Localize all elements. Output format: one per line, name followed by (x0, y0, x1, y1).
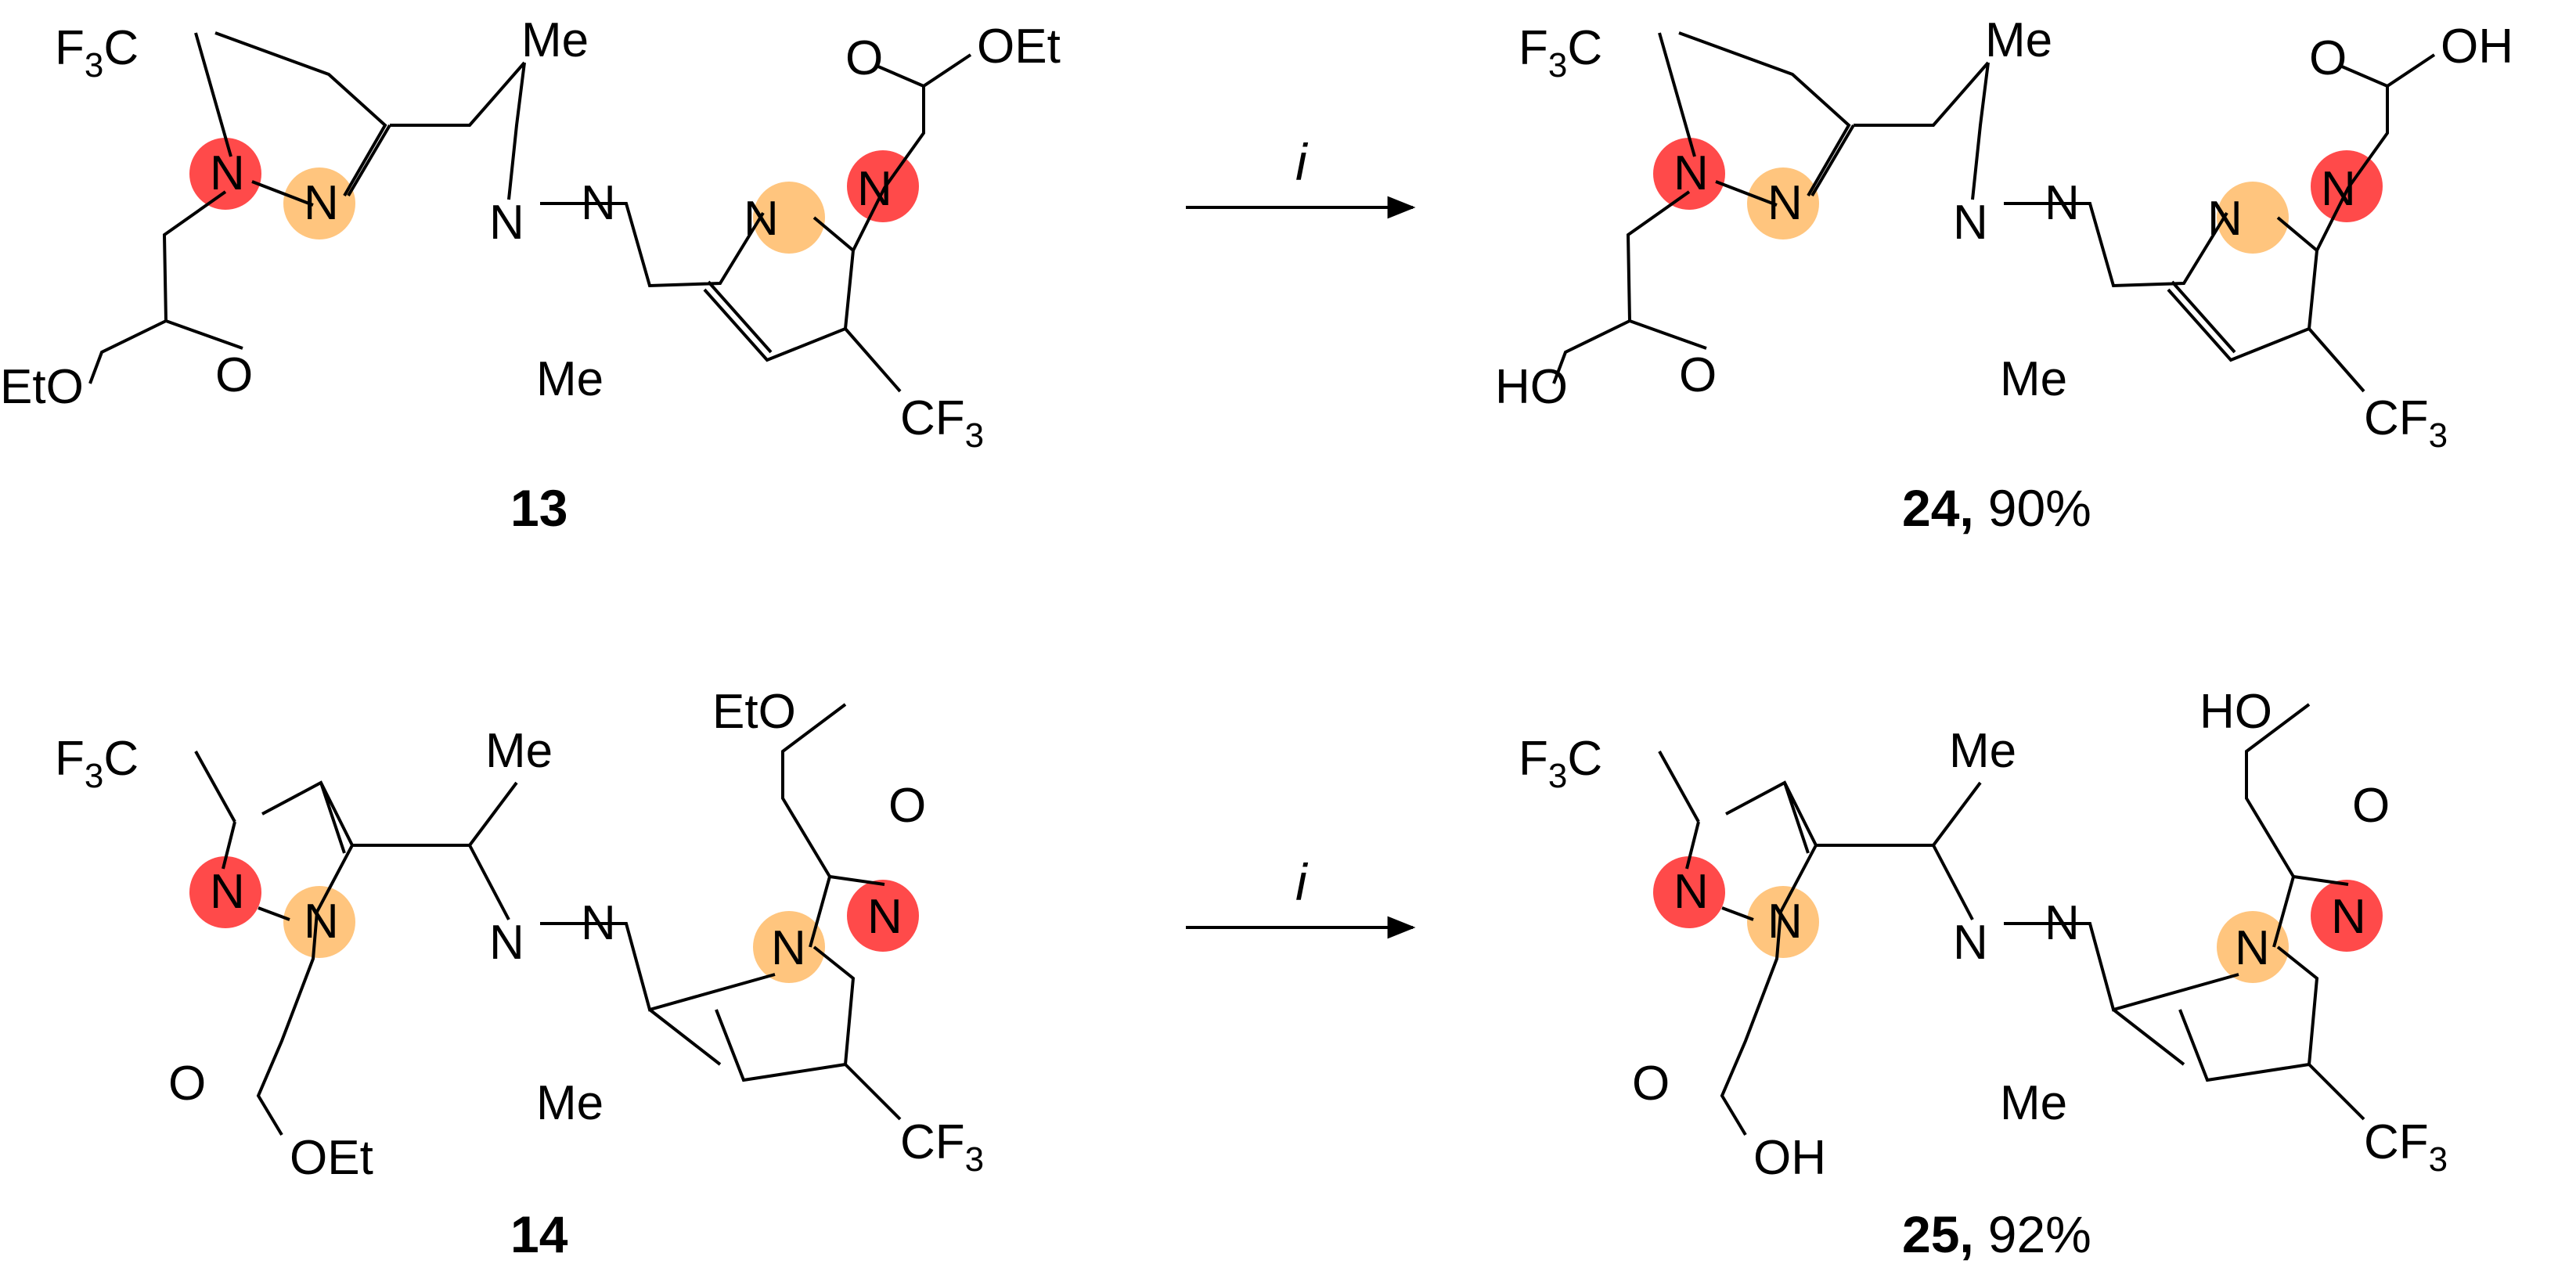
svg-text:F3C: F3C (55, 21, 139, 85)
acid-ho: HO (1495, 360, 1568, 414)
svg-text:24,90%: 24,90% (1902, 479, 2091, 537)
group-f3c-25: F3C (1519, 732, 1602, 795)
svg-text:CF3: CF3 (2364, 391, 2448, 455)
svg-text:F3C: F3C (1519, 732, 1602, 795)
atom-n2: N (1673, 865, 1709, 919)
ester-eto: EtO (712, 685, 796, 739)
compound-24: F3C N N Me N N Me N N O OH CF3 HO O 24,9… (1495, 13, 2513, 537)
group-f3c-13: F3C (55, 21, 139, 85)
group-cf3-25: CF3 (2364, 1115, 2448, 1179)
svg-text:25,92%: 25,92% (1902, 1205, 2091, 1263)
ester-o: O (845, 31, 883, 85)
reaction-arrow-2: i (1186, 853, 1416, 939)
atom-n1: N (2321, 162, 2356, 216)
reagent-label: i (1295, 853, 1309, 911)
acid-oh: OH (1753, 1131, 1826, 1185)
atom-n-azine: N (581, 896, 616, 950)
group-cf3-13: CF3 (900, 391, 984, 455)
acid-ho: HO (2200, 685, 2272, 739)
atom-n1: N (2235, 921, 2270, 975)
svg-text:F3C: F3C (1519, 21, 1602, 85)
label-me: Me (485, 724, 553, 778)
ester-oet: OEt (290, 1131, 373, 1185)
compound-25: F3C N N Me N N Me N N HO O CF3 O OH 25,9… (1519, 685, 2448, 1263)
ester-o: O (888, 779, 926, 833)
group-f3c-24: F3C (1519, 21, 1602, 85)
label-me: Me (536, 1076, 603, 1130)
compound-14: F3C N N Me N N Me N N EtO O CF3 O OEt 14 (55, 685, 984, 1263)
acid-o: O (2309, 31, 2347, 85)
atom-n-azine: N (2045, 176, 2080, 230)
compound-label-13: 13 (510, 479, 567, 537)
atom-n2: N (2207, 192, 2243, 246)
atom-n-azine: N (2045, 896, 2080, 950)
group-cf3-14: CF3 (900, 1115, 984, 1179)
compound-label-14: 14 (510, 1205, 568, 1263)
compound-13: F3C N N Me N N Me N N O OEt CF3 EtO O 13 (0, 13, 1061, 537)
atom-n2: N (2331, 890, 2366, 944)
acid-o: O (1632, 1057, 1670, 1111)
atom-n2: N (1767, 176, 1803, 230)
atom-n1: N (857, 162, 892, 216)
ester-eto: EtO (0, 360, 84, 414)
label-me: Me (536, 352, 603, 406)
svg-text:CF3: CF3 (900, 1115, 984, 1179)
label-me: Me (1985, 13, 2052, 67)
label-me: Me (2000, 1076, 2067, 1130)
atom-n-azine: N (489, 196, 524, 250)
svg-text:CF3: CF3 (900, 391, 984, 455)
label-me: Me (1949, 724, 2016, 778)
atom-n2: N (867, 890, 903, 944)
ester-oet: OEt (977, 20, 1061, 74)
reagent-label: i (1295, 133, 1309, 191)
atom-n-azine: N (581, 176, 616, 230)
acid-oh: OH (2441, 20, 2513, 74)
label-me: Me (521, 13, 589, 67)
atom-n2: N (210, 865, 245, 919)
atom-n-azine: N (1953, 916, 1988, 970)
compound-label-24: 24,90% (1902, 479, 2091, 537)
group-f3c-14: F3C (55, 732, 139, 795)
acid-o: O (2352, 779, 2390, 833)
atom-n1: N (771, 921, 806, 975)
ester-o: O (168, 1057, 206, 1111)
ester-o: O (215, 348, 253, 402)
atom-n1: N (210, 146, 245, 200)
svg-text:F3C: F3C (55, 732, 139, 795)
svg-text:CF3: CF3 (2364, 1115, 2448, 1179)
atom-n-azine: N (1953, 196, 1988, 250)
atom-n1: N (304, 895, 339, 949)
acid-o: O (1679, 348, 1717, 402)
reaction-arrow-1: i (1186, 133, 1416, 219)
group-cf3-24: CF3 (2364, 391, 2448, 455)
atom-n2: N (304, 176, 339, 230)
atom-n1: N (1767, 895, 1803, 949)
atom-n-azine: N (489, 916, 524, 970)
label-me: Me (2000, 352, 2067, 406)
atom-n2: N (744, 192, 779, 246)
atom-n1: N (1673, 146, 1709, 200)
compound-label-25: 25,92% (1902, 1205, 2091, 1263)
